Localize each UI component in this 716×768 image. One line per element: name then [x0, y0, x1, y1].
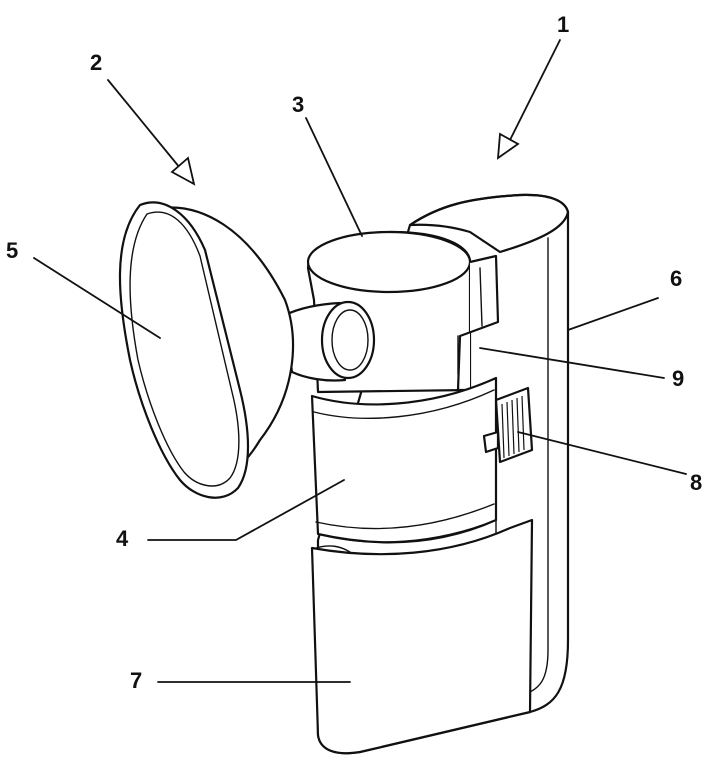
face-mask	[118, 201, 294, 499]
connector-tube	[283, 300, 376, 382]
leader-6	[567, 297, 659, 331]
lower-housing	[310, 518, 534, 755]
label-2: 2	[90, 50, 102, 75]
label-9: 9	[672, 366, 684, 391]
leader-8	[517, 431, 687, 475]
leader-5	[33, 257, 161, 339]
arrow-1	[496, 39, 561, 160]
control-grille	[482, 386, 534, 464]
leader-9	[479, 347, 665, 379]
label-1: 1	[557, 12, 569, 37]
label-6: 6	[670, 266, 682, 291]
leader-4	[147, 479, 345, 541]
label-5: 5	[6, 238, 18, 263]
label-4: 4	[116, 526, 129, 551]
label-8: 8	[690, 470, 702, 495]
medication-cup	[310, 376, 498, 544]
reference-numerals: 1 2 3 5 6 9 8 4 7	[6, 12, 702, 693]
leader-3	[305, 117, 363, 237]
label-3: 3	[292, 92, 304, 117]
label-7: 7	[130, 668, 142, 693]
arrow-2	[107, 79, 196, 186]
leader-lines	[33, 117, 687, 683]
